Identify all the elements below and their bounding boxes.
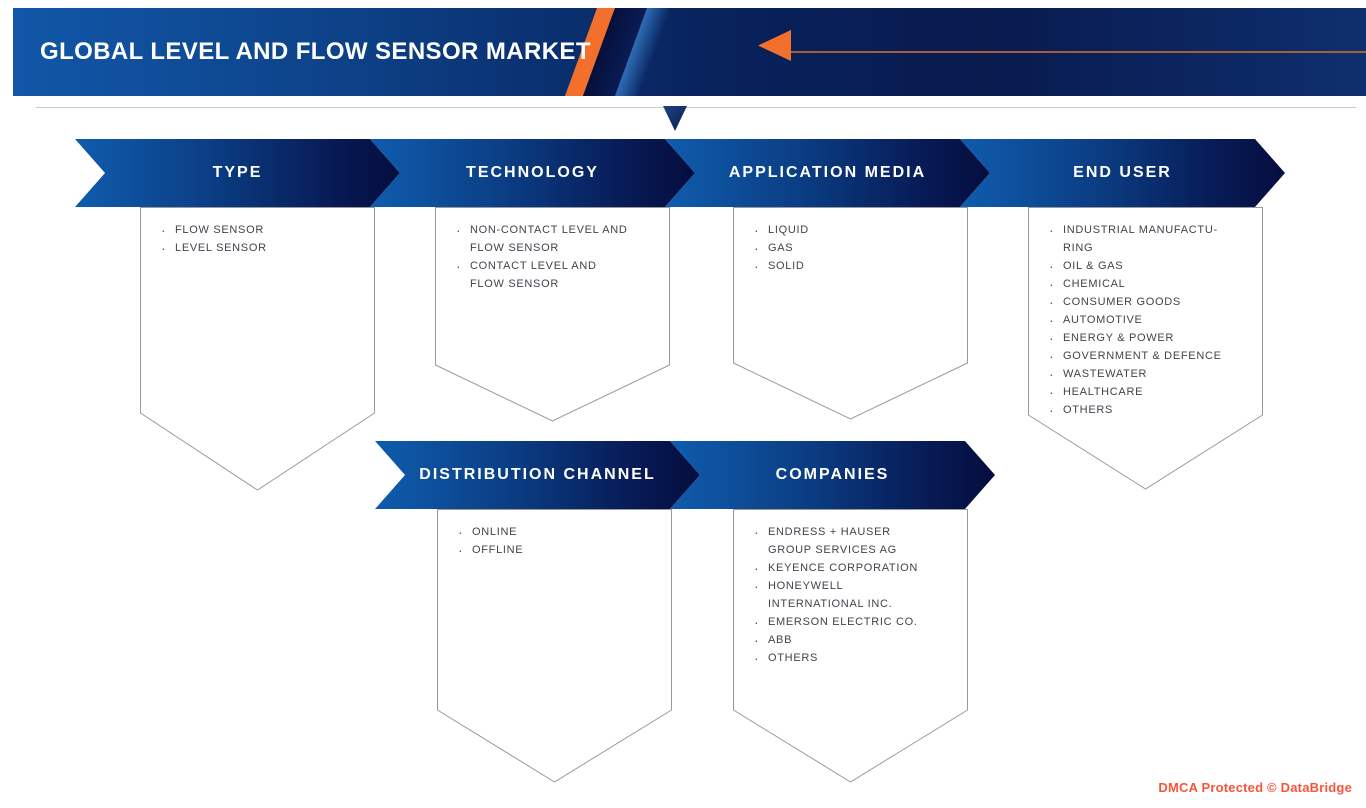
list-item: CHEMICAL bbox=[1048, 275, 1223, 293]
header-divider bbox=[36, 107, 1356, 108]
list-item: OFFLINE bbox=[457, 541, 632, 559]
list-item: INDUSTRIAL MANUFACTU-RING bbox=[1048, 221, 1223, 257]
segment-header-type: TYPE bbox=[75, 139, 400, 207]
list-item: LEVEL SENSOR bbox=[160, 239, 335, 257]
list-item: NON-CONTACT LEVEL AND FLOW SENSOR bbox=[455, 221, 630, 257]
header-banner: GLOBAL LEVEL AND FLOW SENSOR MARKET bbox=[13, 8, 1366, 96]
list-item: OTHERS bbox=[1048, 401, 1223, 419]
list-item: ONLINE bbox=[457, 523, 632, 541]
segment-label: DISTRIBUTION CHANNEL bbox=[419, 466, 656, 483]
segment-label: END USER bbox=[1073, 164, 1172, 181]
list-item: AUTOMOTIVE bbox=[1048, 311, 1223, 329]
segment-list: LIQUIDGASSOLID bbox=[753, 221, 935, 275]
list-item: CONSUMER GOODS bbox=[1048, 293, 1223, 311]
page-title: GLOBAL LEVEL AND FLOW SENSOR MARKET bbox=[40, 38, 591, 65]
segment-header-application-media: APPLICATION MEDIA bbox=[665, 139, 990, 207]
segment-label: TYPE bbox=[212, 164, 263, 181]
list-item: HEALTHCARE bbox=[1048, 383, 1223, 401]
segment-box-application-media: LIQUIDGASSOLID bbox=[733, 207, 968, 420]
list-item: FLOW SENSOR bbox=[160, 221, 335, 239]
segment-header-technology: TECHNOLOGY bbox=[370, 139, 695, 207]
segment-list: FLOW SENSORLEVEL SENSOR bbox=[160, 221, 342, 257]
segment-header-companies: COMPANIES bbox=[670, 441, 995, 509]
list-item: OTHERS bbox=[753, 649, 928, 667]
list-item: WASTEWATER bbox=[1048, 365, 1223, 383]
segment-label: APPLICATION MEDIA bbox=[728, 164, 927, 181]
list-item: ENDRESS + HAUSER GROUP SERVICES AG bbox=[753, 523, 928, 559]
segment-box-technology: NON-CONTACT LEVEL AND FLOW SENSORCONTACT… bbox=[435, 207, 670, 422]
list-item: OIL & GAS bbox=[1048, 257, 1223, 275]
list-item: EMERSON ELECTRIC CO. bbox=[753, 613, 928, 631]
left-arrow-line bbox=[790, 51, 1366, 53]
list-item: ABB bbox=[753, 631, 928, 649]
segment-box-companies: ENDRESS + HAUSER GROUP SERVICES AGKEYENC… bbox=[733, 509, 968, 783]
segment-label: COMPANIES bbox=[775, 466, 890, 483]
pentagon-outline bbox=[140, 207, 375, 491]
list-item: KEYENCE CORPORATION bbox=[753, 559, 928, 577]
segment-box-type: FLOW SENSORLEVEL SENSOR bbox=[140, 207, 375, 491]
list-item: CONTACT LEVEL AND FLOW SENSOR bbox=[455, 257, 630, 293]
list-item: GAS bbox=[753, 239, 928, 257]
segment-list: ONLINEOFFLINE bbox=[457, 523, 639, 559]
segment-box-end-user: INDUSTRIAL MANUFACTU-RINGOIL & GASCHEMIC… bbox=[1028, 207, 1263, 490]
segment-list: ENDRESS + HAUSER GROUP SERVICES AGKEYENC… bbox=[753, 523, 935, 667]
segment-header-distribution-channel: DISTRIBUTION CHANNEL bbox=[375, 441, 700, 509]
left-arrow-icon bbox=[758, 30, 791, 61]
list-item: GOVERNMENT & DEFENCE bbox=[1048, 347, 1223, 365]
dmca-watermark: DMCA Protected © DataBridge bbox=[1158, 780, 1352, 795]
pentagon-outline bbox=[437, 509, 672, 783]
segment-list: INDUSTRIAL MANUFACTU-RINGOIL & GASCHEMIC… bbox=[1048, 221, 1230, 419]
chevron-down-icon bbox=[663, 106, 687, 131]
segment-header-end-user: END USER bbox=[960, 139, 1285, 207]
list-item: SOLID bbox=[753, 257, 928, 275]
segment-label: TECHNOLOGY bbox=[466, 164, 599, 181]
segment-box-distribution-channel: ONLINEOFFLINE bbox=[437, 509, 672, 783]
list-item: HONEYWELL INTERNATIONAL INC. bbox=[753, 577, 928, 613]
segment-list: NON-CONTACT LEVEL AND FLOW SENSORCONTACT… bbox=[455, 221, 637, 293]
list-item: ENERGY & POWER bbox=[1048, 329, 1223, 347]
list-item: LIQUID bbox=[753, 221, 928, 239]
